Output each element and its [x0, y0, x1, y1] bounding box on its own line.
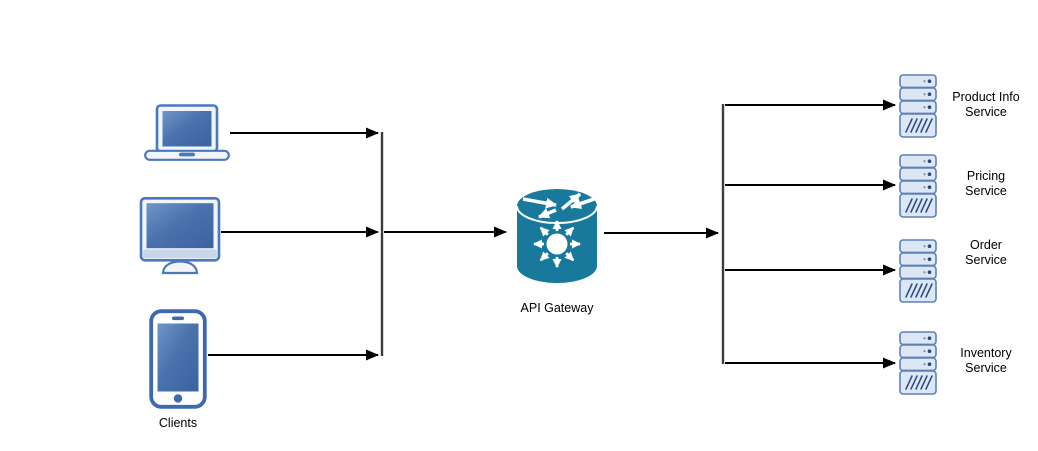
laptop-client: [144, 104, 230, 167]
server-icon-inventory: [899, 331, 937, 400]
server-icon-order: [899, 239, 937, 308]
mobile-icon: [149, 309, 207, 409]
service-label-product-info: Product Info Service: [952, 90, 1020, 119]
service-label-inventory: Inventory Service: [960, 346, 1012, 375]
mobile-client: [149, 309, 207, 414]
service-label-pricing: Pricing Service: [965, 169, 1007, 198]
service-label-order: Order Service: [965, 238, 1007, 267]
router-top-arrows: [522, 192, 595, 219]
gateway-fanout-arrows: [533, 220, 581, 268]
desktop-icon: [139, 196, 221, 275]
clients-label: Clients: [158, 416, 198, 430]
api-gateway-node: [511, 182, 603, 299]
api-gateway-label: API Gateway: [520, 301, 594, 315]
api-gateway-icon: [516, 189, 598, 283]
server-icon-pricing: [899, 154, 937, 223]
junction-to-service-arrows: [725, 99, 896, 369]
server-icon-product-info: [899, 74, 937, 143]
desktop-client: [139, 196, 221, 280]
laptop-icon: [144, 104, 230, 161]
client-to-junction-arrows: [208, 127, 379, 361]
